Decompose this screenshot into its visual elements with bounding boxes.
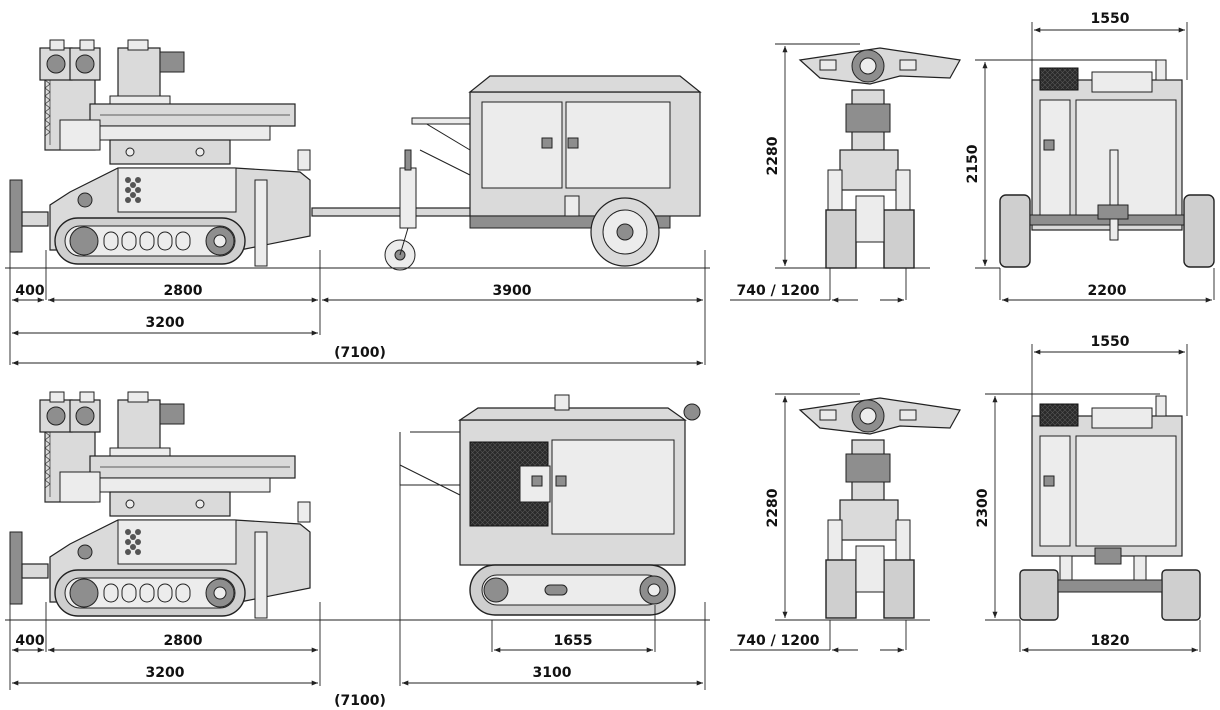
- dim-top-rear-top-width: 1550: [1091, 11, 1130, 27]
- trailer-compressor-unit: [468, 75, 702, 267]
- dim-top-base: 3200: [146, 315, 185, 331]
- dim-bottom-unit-length: 3100: [533, 665, 572, 681]
- tracked-compressor-unit: [399, 394, 701, 616]
- tow-trailer-drawbar: [311, 117, 473, 271]
- dim-bottom-rear-width: 1820: [1091, 633, 1130, 649]
- dim-bottom-rear-height: 2300: [975, 488, 991, 527]
- dim-bottom-track2: 1655: [554, 633, 593, 649]
- drill-rig-bottom-front: [799, 397, 961, 619]
- bottom-rear-dimensions: [985, 344, 1201, 653]
- dim-bottom-total: (7100): [334, 693, 386, 709]
- dim-top-total: (7100): [334, 345, 386, 361]
- top-front-dimensions: [730, 43, 930, 303]
- dim-top-rear-width: 2200: [1088, 283, 1127, 299]
- dim-top-rear-height: 2150: [965, 144, 981, 183]
- bottom-side-dimensions: [9, 480, 706, 690]
- tracked-unit-rear-view: [1019, 395, 1201, 621]
- drill-rig-top-side: [9, 39, 311, 267]
- top-rear-dimensions: [975, 22, 1215, 303]
- dim-bottom-track: 2800: [164, 633, 203, 649]
- dim-bottom-rear-top-width: 1550: [1091, 334, 1130, 350]
- dim-top-front-height: 2280: [765, 136, 781, 175]
- dim-top-front-width: 740 / 1200: [736, 283, 819, 299]
- top-side-dimensions: [9, 250, 706, 366]
- bottom-front-dimensions: [730, 393, 930, 653]
- dim-top-trailer: 3900: [493, 283, 532, 299]
- dim-top-rear: 400: [15, 283, 44, 299]
- dim-bottom-rear: 400: [15, 633, 44, 649]
- dim-top-track: 2800: [164, 283, 203, 299]
- dim-bottom-front-height: 2280: [765, 488, 781, 527]
- drill-rig-bottom-side: [9, 391, 311, 619]
- dim-bottom-front-width: 740 / 1200: [736, 633, 819, 649]
- dim-bottom-base: 3200: [146, 665, 185, 681]
- trailer-rear-view: [999, 59, 1215, 268]
- drill-rig-top-front: [799, 47, 961, 269]
